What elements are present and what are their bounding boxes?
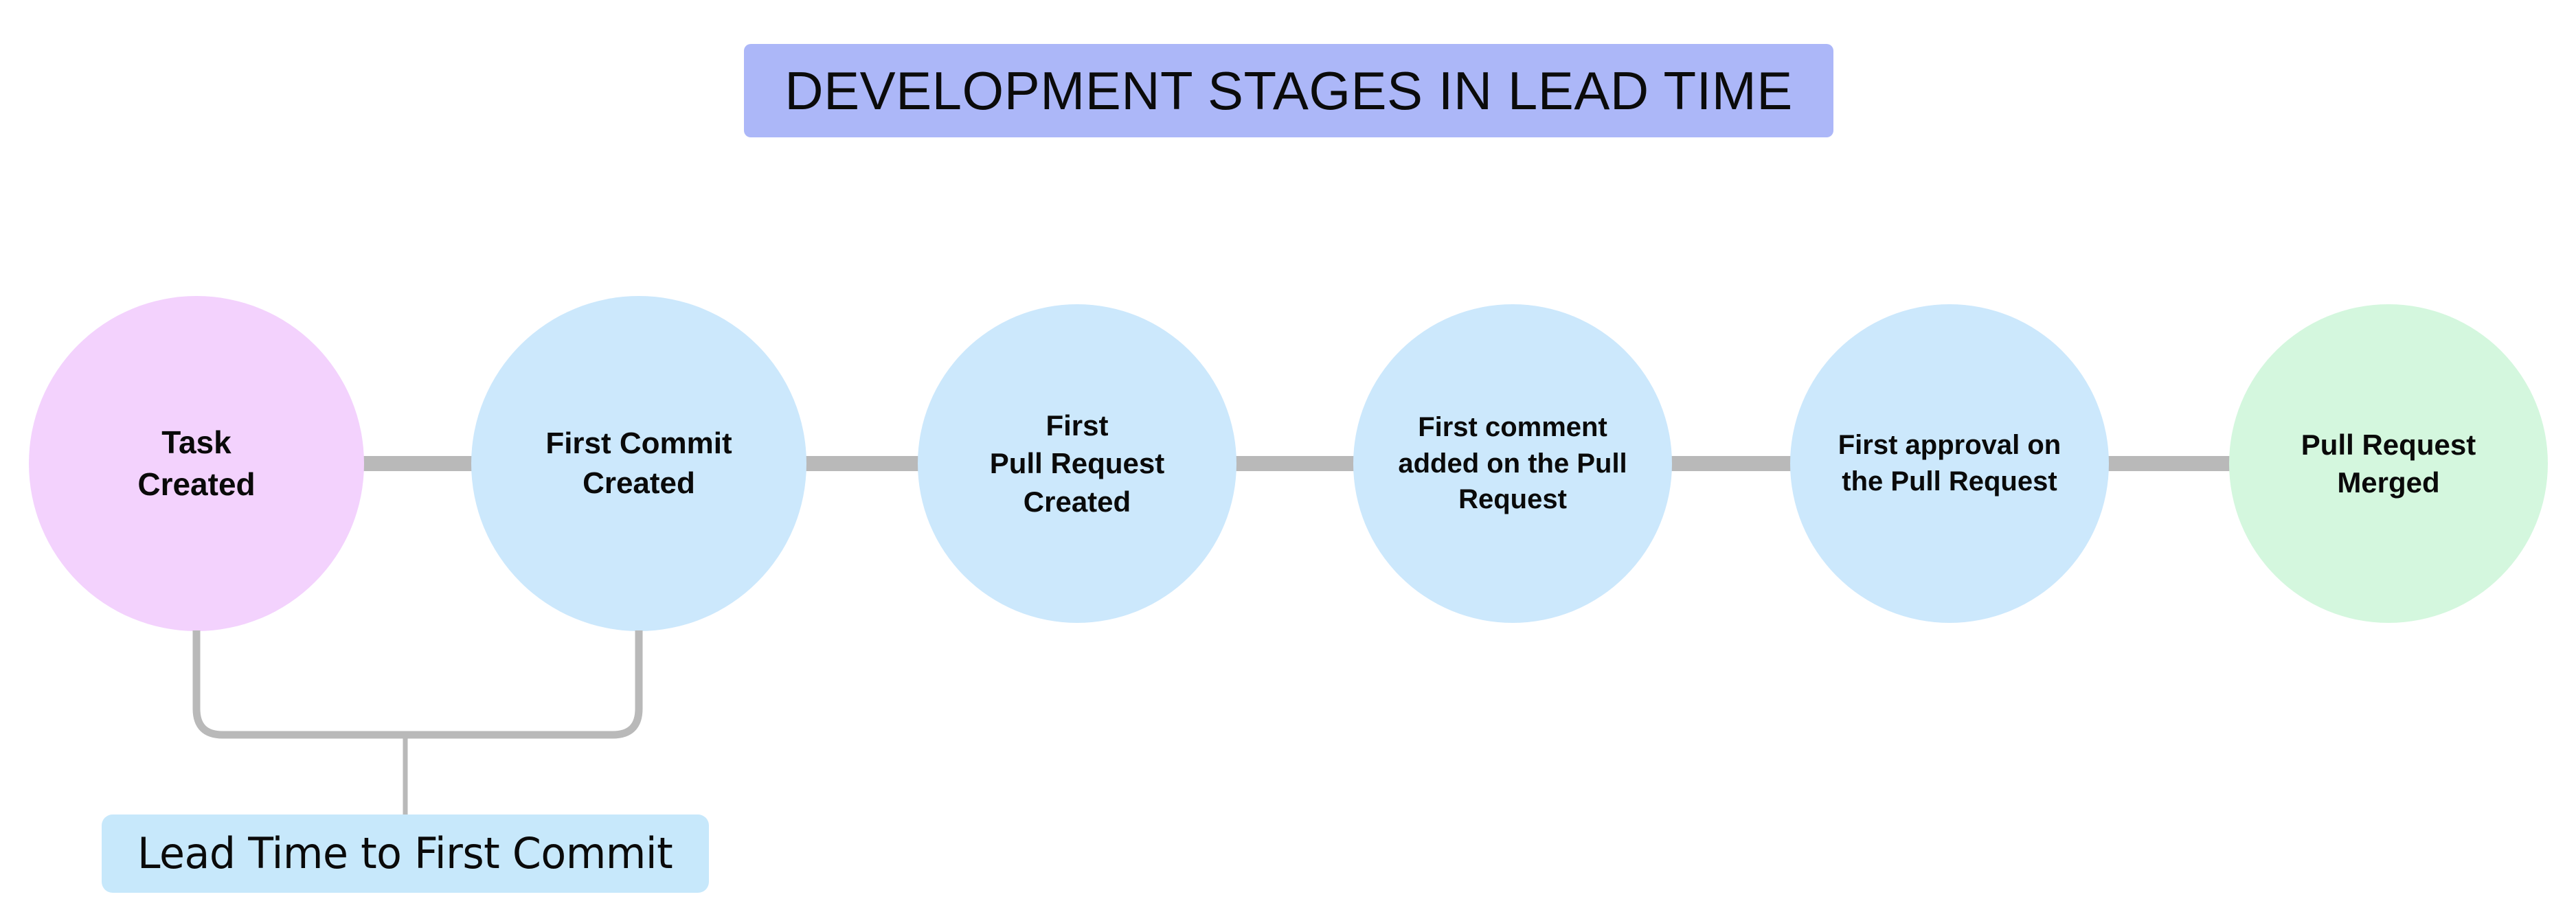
diagram-title-banner: DEVELOPMENT STAGES IN LEAD TIME (744, 44, 1833, 137)
stage-node-pull-request-merged[interactable]: Pull Request Merged (2229, 304, 2548, 623)
stage-label-first-comment-added: First comment added on the Pull Request (1398, 411, 1627, 515)
lead-time-label-text: Lead Time to First Commit (137, 828, 673, 878)
connector-task-to-commit (359, 456, 477, 471)
connector-commit-to-pr (801, 456, 923, 471)
stage-node-task-created[interactable]: Task Created (29, 296, 364, 631)
stage-label-first-pull-request-created: First Pull Request Created (989, 409, 1165, 518)
stage-label-pull-request-merged: Pull Request Merged (2301, 428, 2476, 499)
stage-label-first-commit-created: First Commit Created (545, 426, 732, 500)
stage-label-first-approval: First approval on the Pull Request (1838, 430, 2061, 497)
stage-node-first-commit-created[interactable]: First Commit Created (471, 296, 806, 631)
stage-node-first-pull-request-created[interactable]: First Pull Request Created (918, 304, 1236, 623)
connector-approval-to-merged (2103, 456, 2230, 471)
connector-pr-to-comment (1232, 456, 1357, 471)
page-title: DEVELOPMENT STAGES IN LEAD TIME (784, 60, 1793, 121)
bracket-path (192, 630, 643, 739)
stage-node-first-approval[interactable]: First approval on the Pull Request (1790, 304, 2109, 623)
connector-comment-to-approval (1668, 456, 1793, 471)
stage-node-first-comment-added[interactable]: First comment added on the Pull Request (1353, 304, 1672, 623)
lead-time-label-box: Lead Time to First Commit (102, 814, 709, 893)
stage-label-task-created: Task Created (137, 424, 256, 502)
